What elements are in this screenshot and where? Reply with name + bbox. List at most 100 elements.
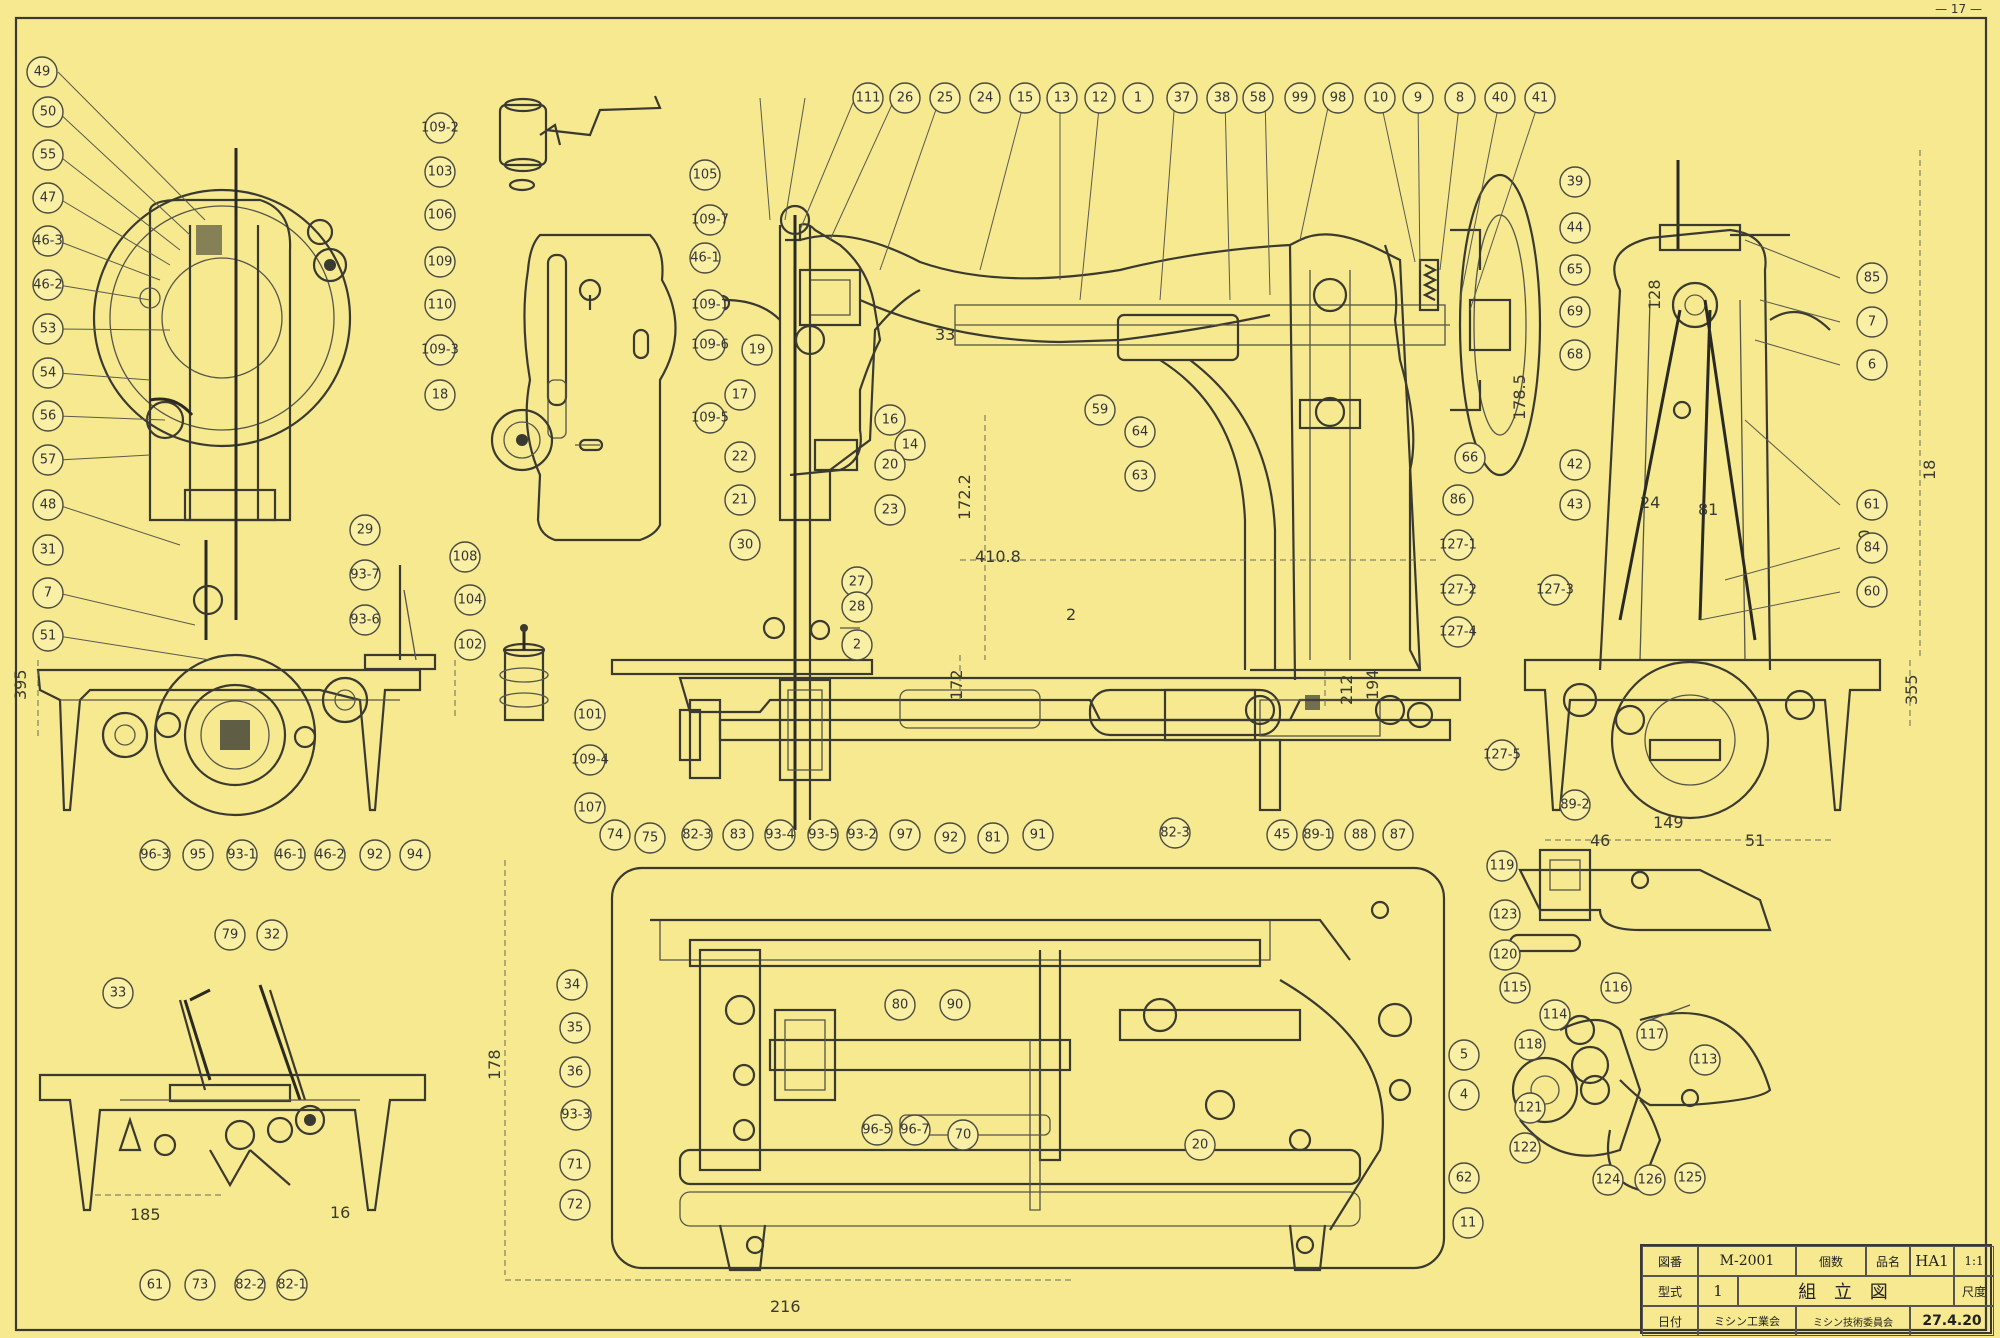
label-date: 日付 bbox=[1642, 1306, 1698, 1336]
callout-bubble bbox=[349, 604, 381, 636]
callout-number: 24 bbox=[977, 91, 994, 106]
callout-number: 96-7 bbox=[900, 1123, 930, 1138]
callout-number: 21 bbox=[732, 493, 749, 508]
callout-bubble bbox=[874, 449, 906, 481]
callout-number: 36 bbox=[567, 1065, 584, 1080]
callout-bubble bbox=[559, 1149, 591, 1181]
callout-number: 127-2 bbox=[1439, 583, 1477, 598]
callout-bubble bbox=[560, 1099, 592, 1131]
quantity: 1 bbox=[1698, 1276, 1738, 1306]
callout-number: 16 bbox=[882, 413, 899, 428]
callout-number: 4 bbox=[1460, 1088, 1468, 1103]
callout-number: 46-2 bbox=[33, 278, 63, 293]
callout-bubble bbox=[1524, 82, 1556, 114]
callout-number: 107 bbox=[578, 801, 603, 816]
callout-number: 46-1 bbox=[690, 251, 720, 266]
callout-number: 62 bbox=[1456, 1171, 1473, 1186]
callout-number: 23 bbox=[882, 503, 899, 518]
callout-bubble bbox=[634, 822, 666, 854]
callout-bubble bbox=[559, 1056, 591, 1088]
callout-number: 120 bbox=[1493, 948, 1518, 963]
callout-bubble bbox=[454, 629, 486, 661]
callout-bubble bbox=[1559, 166, 1591, 198]
callout-number: 42 bbox=[1567, 458, 1584, 473]
callout-bubble bbox=[1166, 82, 1198, 114]
callout-bubble bbox=[889, 819, 921, 851]
callout-number: 101 bbox=[578, 708, 603, 723]
main-elevation bbox=[610, 173, 1542, 830]
callout-number: 93-2 bbox=[847, 828, 877, 843]
callout-number: 5 bbox=[1460, 1048, 1468, 1063]
callout-bubble bbox=[1486, 850, 1518, 882]
callout-number: 47 bbox=[40, 191, 57, 206]
organization-1: ミシン工業会 bbox=[1698, 1306, 1796, 1336]
callout-number: 22 bbox=[732, 450, 749, 465]
dim-label: 128 bbox=[1645, 279, 1664, 310]
callout-number: 10 bbox=[1372, 91, 1389, 106]
title-block: 図番 M-2001 個数 品名 HA1 1:1 型式 1 組 立 図 尺度 日付… bbox=[1640, 1244, 1994, 1336]
callout-number: 96-3 bbox=[140, 848, 170, 863]
callout-number: 40 bbox=[1492, 91, 1509, 106]
callout-bubble bbox=[574, 744, 606, 776]
callout-bubble bbox=[741, 334, 773, 366]
dim-label: 216 bbox=[770, 1297, 801, 1316]
callout-number: 57 bbox=[40, 453, 57, 468]
callout-bubble bbox=[454, 584, 486, 616]
callout-number: 17 bbox=[732, 388, 749, 403]
callout-number: 70 bbox=[955, 1128, 972, 1143]
drawing-title: 組 立 図 bbox=[1738, 1276, 1954, 1306]
callout-bubble bbox=[1084, 82, 1116, 114]
callout-number: 61 bbox=[1864, 498, 1881, 513]
callout-bubble bbox=[349, 559, 381, 591]
callout-number: 51 bbox=[40, 629, 57, 644]
callout-bubble bbox=[1674, 1162, 1706, 1194]
callout-number: 7 bbox=[1868, 315, 1876, 330]
callout-number: 64 bbox=[1132, 425, 1149, 440]
callout-number: 49 bbox=[34, 65, 51, 80]
callout-number: 19 bbox=[749, 343, 766, 358]
callout-bubble bbox=[1454, 442, 1486, 474]
callout-number: 93-4 bbox=[765, 828, 795, 843]
callout-bubble bbox=[1159, 817, 1191, 849]
callout-bubble bbox=[969, 82, 1001, 114]
callout-bubble bbox=[1122, 82, 1154, 114]
callout-bubble bbox=[424, 156, 456, 188]
callout-number: 18 bbox=[432, 388, 449, 403]
callout-bubble bbox=[32, 357, 64, 389]
dim-label: 178 bbox=[485, 1049, 504, 1080]
callout-number: 122 bbox=[1513, 1141, 1538, 1156]
callout-number: 121 bbox=[1518, 1101, 1543, 1116]
callout-number: 126 bbox=[1638, 1173, 1663, 1188]
callout-bubble bbox=[1124, 460, 1156, 492]
callout-number: 116 bbox=[1604, 981, 1629, 996]
callout-bubble bbox=[32, 182, 64, 214]
callout-number: 93-5 bbox=[808, 828, 838, 843]
callout-bubble bbox=[1559, 489, 1591, 521]
callout-bubble bbox=[1636, 1019, 1668, 1051]
label-model: 型式 bbox=[1642, 1276, 1698, 1306]
callout-bubble bbox=[1402, 82, 1434, 114]
callout-bubble bbox=[1442, 484, 1474, 516]
callout-bubble bbox=[694, 402, 726, 434]
dim-label: 185 bbox=[130, 1205, 161, 1224]
callout-bubble bbox=[1539, 999, 1571, 1031]
callout-number: 80 bbox=[892, 998, 909, 1013]
dim-label: 395 bbox=[11, 669, 30, 700]
callout-bubble bbox=[861, 1114, 893, 1146]
callout-bubble bbox=[26, 56, 58, 88]
callout-bubble bbox=[1046, 82, 1078, 114]
callout-number: 124 bbox=[1596, 1173, 1621, 1188]
callout-bubble bbox=[32, 489, 64, 521]
callout-bubble bbox=[349, 514, 381, 546]
callout-bubble bbox=[314, 839, 346, 871]
callout-number: 1 bbox=[1134, 91, 1142, 106]
callout-number: 28 bbox=[849, 600, 866, 615]
callout-number: 73 bbox=[192, 1278, 209, 1293]
callout-bubble bbox=[1486, 739, 1518, 771]
callout-bubble bbox=[226, 839, 258, 871]
callout-bubble bbox=[1559, 789, 1591, 821]
callout-number: 54 bbox=[40, 366, 57, 381]
callout-bubble bbox=[1514, 1029, 1546, 1061]
callout-bubble bbox=[1489, 899, 1521, 931]
callout-number: 127-4 bbox=[1439, 625, 1477, 640]
